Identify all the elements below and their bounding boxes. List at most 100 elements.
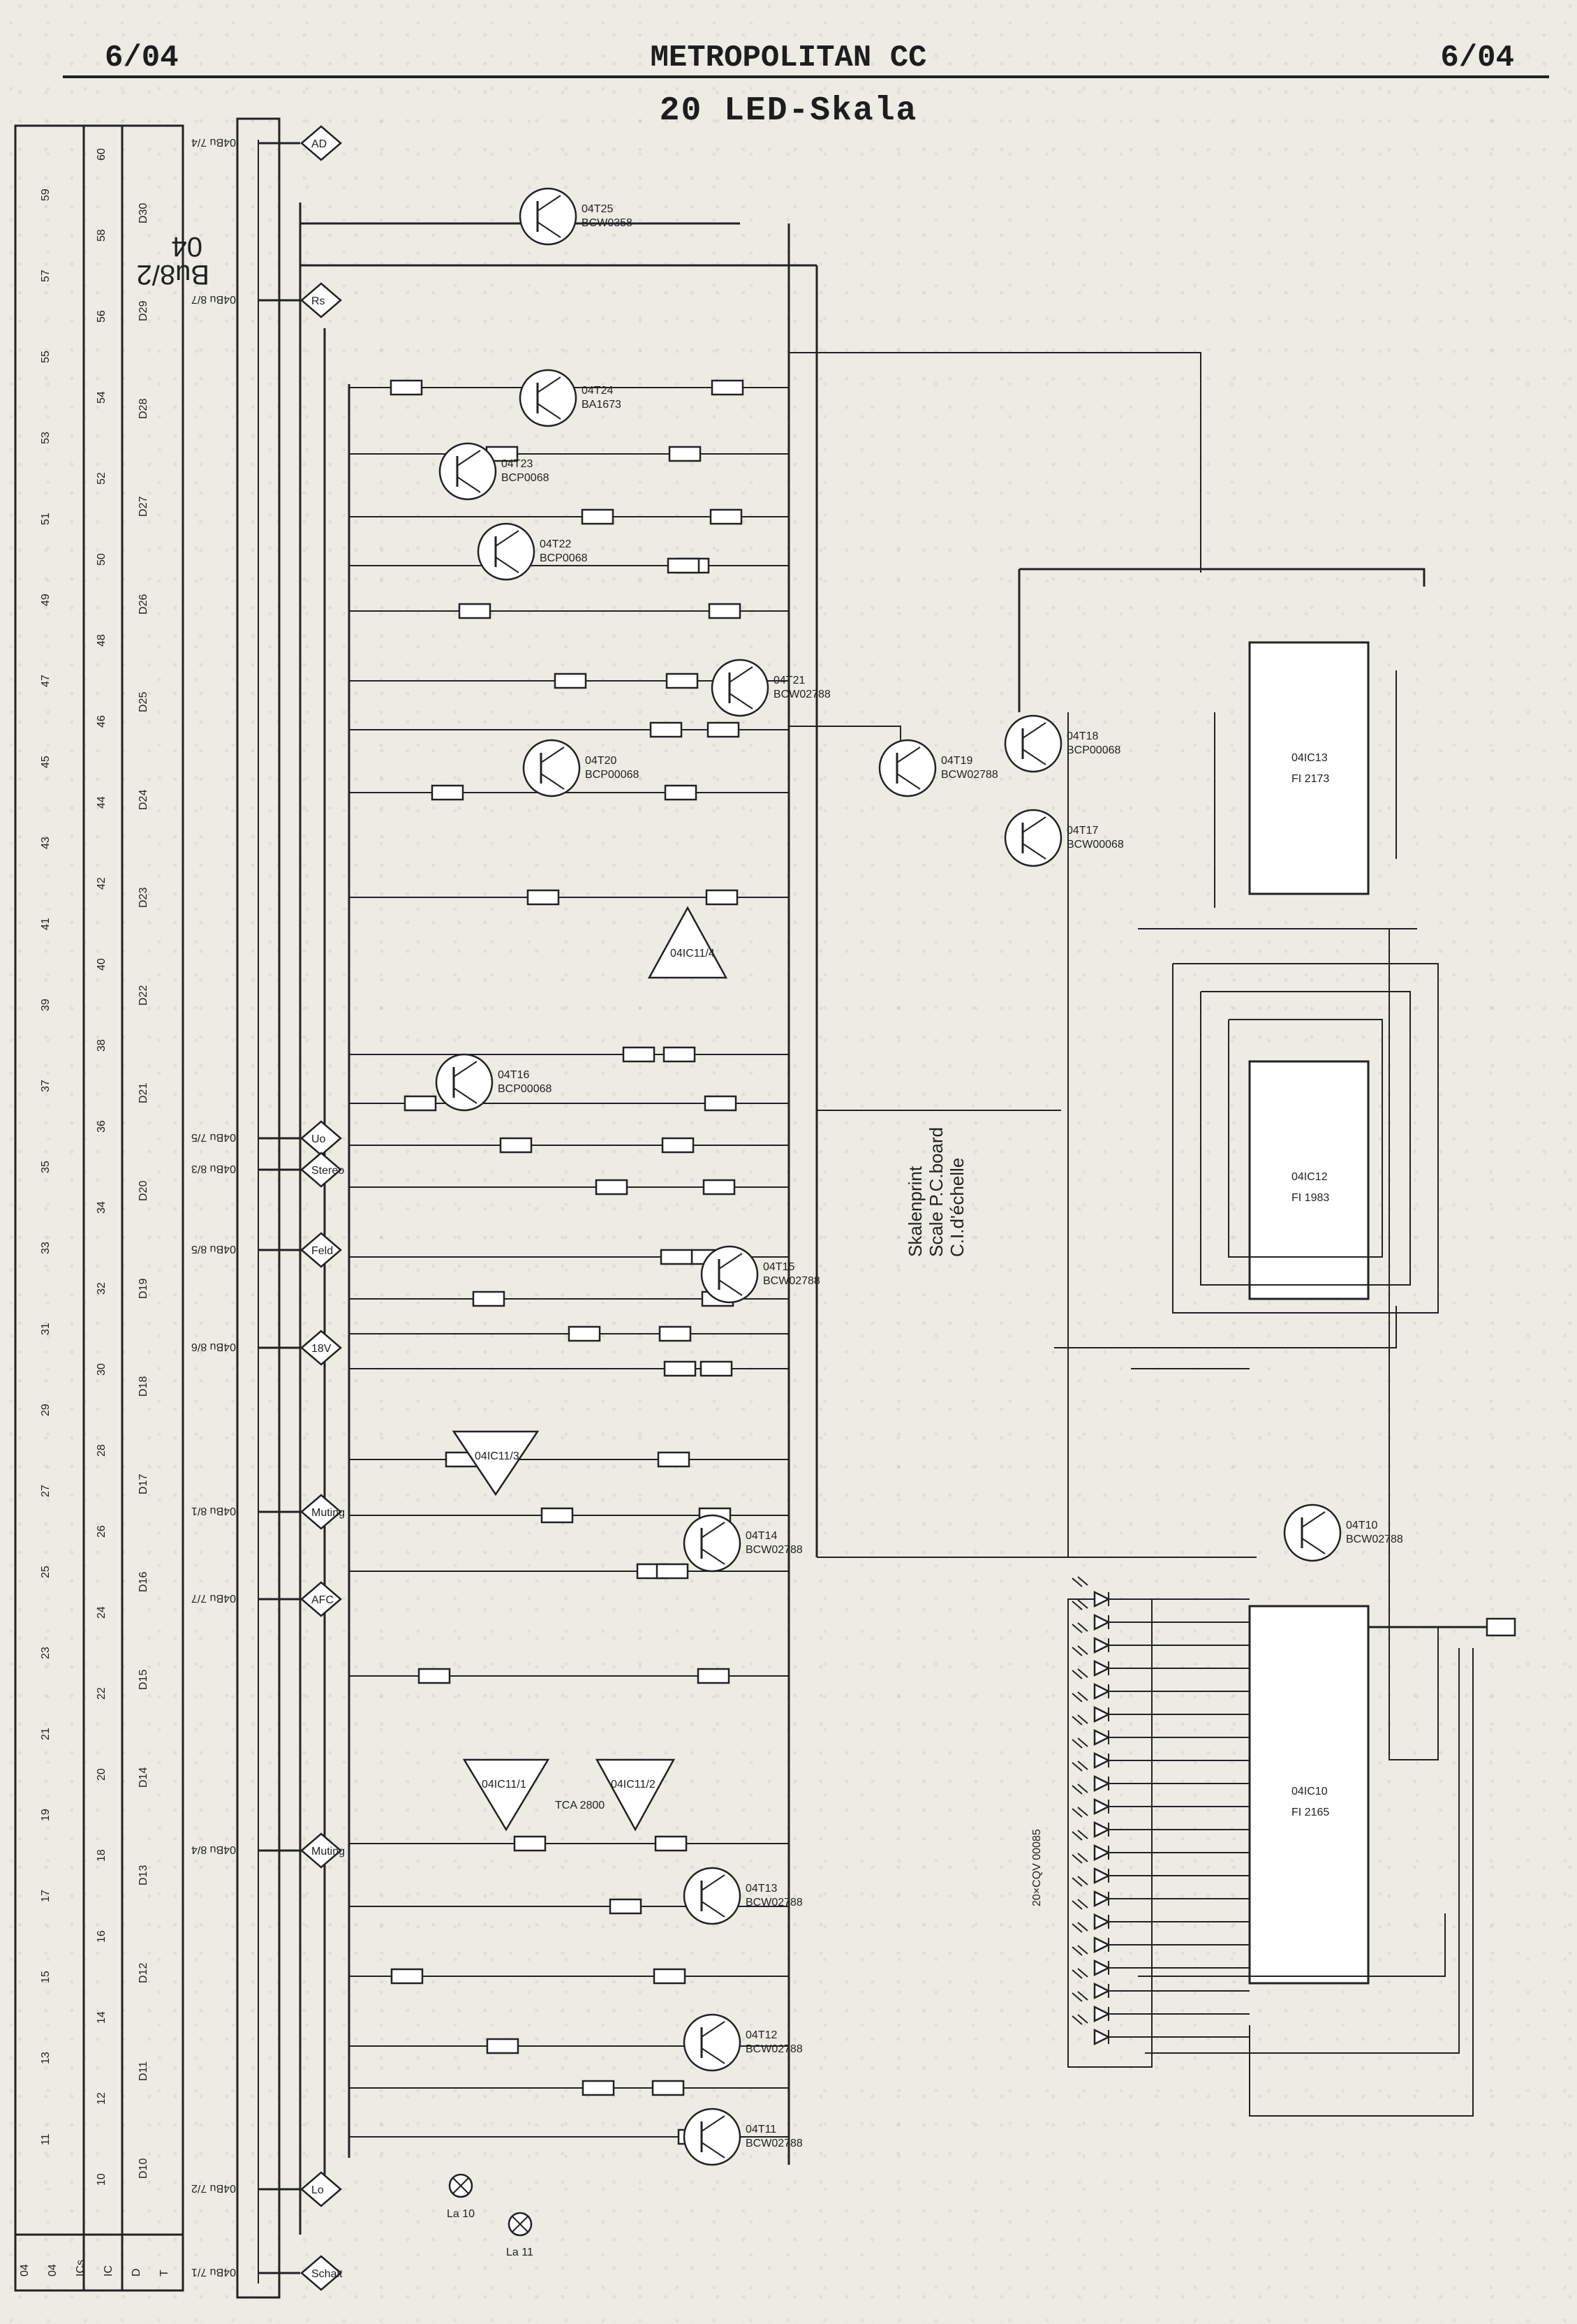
grid-row-label: T	[158, 2270, 170, 2277]
grid-number-label: 14	[96, 2011, 108, 2024]
transistor-type: BCW02788	[746, 2138, 803, 2149]
resistor	[658, 1325, 692, 1342]
grid-number-label: 44	[96, 796, 108, 809]
input-diamond	[300, 125, 342, 161]
led-symbol	[1093, 1913, 1111, 1931]
grid-number-label: 18	[96, 1849, 108, 1862]
transistor-id: 04T14	[746, 1530, 777, 1542]
led-symbol	[1093, 1959, 1111, 1977]
resistor	[662, 1046, 696, 1063]
grid-number-label: 29	[40, 1404, 52, 1416]
diagram-title: 20 LED-Skala	[659, 92, 918, 130]
connector-label: Bu8/2	[136, 259, 209, 290]
transistor-type: BCP00068	[1067, 744, 1120, 756]
grid-column-label: D29	[138, 301, 149, 321]
supply-rails	[299, 203, 818, 2235]
resistor	[709, 508, 743, 525]
resistor	[667, 557, 700, 574]
transistor-id: 04T21	[773, 675, 805, 686]
grid-number-label: 31	[40, 1323, 52, 1335]
grid-row-label: ICs	[75, 2260, 87, 2277]
scale-pcb-note: Skalenprint Scale P.C.board C.I.d'échell…	[905, 1127, 968, 1257]
transistor-type: BCW02788	[746, 2043, 803, 2055]
transistor	[435, 1053, 494, 1112]
transistor-type: BCP0068	[501, 472, 549, 484]
led-symbol	[1093, 1821, 1111, 1839]
grid-number-label: 24	[96, 1606, 108, 1619]
grid-number-label: 50	[96, 553, 108, 566]
transistor-id: 04T12	[746, 2029, 777, 2041]
input-diamond	[300, 1494, 342, 1530]
opamp-label: 04IC11/1	[482, 1779, 526, 1790]
transistor-type: BCW00068	[1067, 839, 1124, 851]
grid-number-label: 60	[96, 148, 108, 161]
resistor	[390, 379, 423, 396]
ic-type: FI 2165	[1291, 1807, 1329, 1818]
resistor	[705, 889, 739, 906]
transistor	[711, 659, 769, 717]
resistor	[649, 721, 683, 738]
grid-number-label: 57	[40, 270, 52, 282]
led-symbol	[1093, 1936, 1111, 1954]
resistor	[526, 889, 560, 906]
transistor	[700, 1245, 759, 1304]
brand-header: METROPOLITAN CC	[650, 41, 927, 75]
page-number-right: 6/04	[1440, 41, 1514, 75]
grid-number-label: 21	[40, 1728, 52, 1740]
transistor-type: BCW02788	[763, 1275, 820, 1287]
grid-column-label: D18	[138, 1376, 149, 1397]
grid-column-label: D19	[138, 1279, 149, 1299]
led-symbol	[1093, 1890, 1111, 1908]
input-pin-label: 04Bu 7/7	[191, 1592, 236, 1604]
resistor	[654, 1835, 688, 1852]
transistor-type: BCP00068	[585, 769, 639, 781]
grid-column-label: D30	[138, 203, 149, 223]
ic-chip	[1248, 641, 1370, 895]
led-symbol	[1093, 1982, 1111, 2000]
grid-number-label: 38	[96, 1039, 108, 1052]
transistor-type: BCW02788	[746, 1897, 803, 1909]
grid-column-label: D21	[138, 1083, 149, 1103]
transistor-type: BCW02788	[1346, 1534, 1403, 1545]
led-symbol	[1093, 1636, 1111, 1654]
grid-number-label: 49	[40, 594, 52, 606]
grid-column-label: D10	[138, 2158, 149, 2179]
grid-number-label: 32	[96, 1282, 108, 1295]
grid-number-label: 42	[96, 877, 108, 890]
input-symbol: Muting	[311, 1507, 345, 1519]
resistor	[417, 1668, 451, 1684]
led-symbol	[1093, 1590, 1111, 1608]
grid-number-label: 25	[40, 1566, 52, 1578]
grid-column-label: D24	[138, 790, 149, 810]
grid-number-label: 58	[96, 229, 108, 242]
transistor-id: 04T17	[1067, 825, 1098, 837]
transistor-id: 04T16	[498, 1069, 529, 1081]
resistor	[540, 1507, 574, 1524]
transistor-group: 04T25BCW035804T24BA167304T23BCP006804T22…	[435, 187, 1403, 2166]
transistor-id: 04T13	[746, 1883, 777, 1895]
grid-number-label: 16	[96, 1930, 108, 1943]
grid-number-label: 30	[96, 1363, 108, 1376]
input-pin-label: 04Bu 8/5	[191, 1243, 236, 1255]
resistor	[708, 603, 741, 619]
transistor-type: BCP00068	[498, 1083, 551, 1095]
led-symbol	[1093, 1751, 1111, 1770]
transistor	[519, 187, 577, 246]
input-pin-label: 04Bu 8/4	[191, 1844, 236, 1855]
grid-number-label: 56	[96, 310, 108, 323]
ic-type: TCA 2800	[555, 1800, 605, 1811]
resistor	[486, 2038, 519, 2054]
input-diamond	[300, 1330, 342, 1366]
resistor	[595, 1179, 628, 1196]
input-pin-label: 04Bu 8/3	[191, 1163, 236, 1175]
transistor-type: BA1673	[582, 399, 621, 411]
transistor	[438, 442, 497, 501]
input-pin-label: 04Bu 8/6	[191, 1341, 236, 1353]
resistor	[660, 1249, 693, 1265]
grid-column-label: D15	[138, 1670, 149, 1690]
grid-number-label: 35	[40, 1161, 52, 1173]
grid-number-label: 52	[96, 472, 108, 485]
transistor	[683, 2108, 741, 2166]
input-symbol: Feld	[311, 1245, 333, 1257]
grid-number-label: 40	[96, 958, 108, 971]
